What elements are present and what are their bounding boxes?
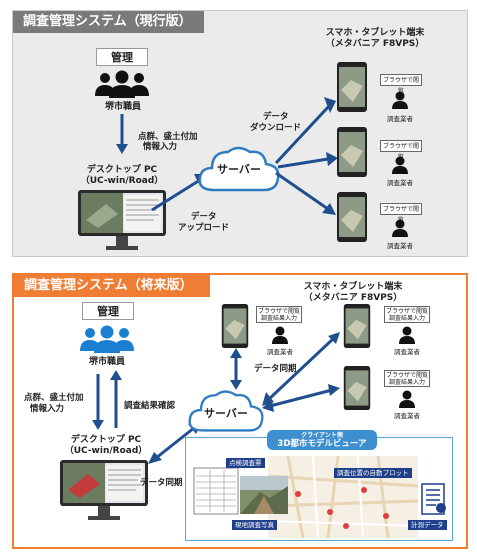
surveyor-label: 調査業者 xyxy=(267,348,293,356)
server-label: サーバー xyxy=(217,163,261,176)
desktop-monitor-icon xyxy=(60,460,148,520)
browser-input-line1: ブラウザで閲覧 xyxy=(257,308,300,315)
tablet-icon xyxy=(337,127,367,177)
client-sub-label: クライアント側 xyxy=(301,432,343,439)
input-note-2: 情報入力 xyxy=(143,142,178,152)
browser-view-label: ブラウザで閲覧 xyxy=(380,203,422,224)
surveyor-icon xyxy=(392,219,408,237)
arrow-sync-server-tablet xyxy=(230,348,242,390)
tag-inspection-form: 点検調査票 xyxy=(226,458,265,468)
client-viewer-title: クライアント側 3D都市モデルビューア xyxy=(267,430,377,450)
arrows-sync-server-right-tablets xyxy=(262,332,340,412)
surveyor-icon xyxy=(399,326,415,344)
browser-input-line2: 調査結果入力 xyxy=(388,379,425,386)
desktop-label-2: （UC-win/Road） xyxy=(64,446,148,456)
mobile-label-1: スマホ・タブレット端末 xyxy=(303,282,403,292)
browser-view-label: ブラウザで閲覧 xyxy=(380,74,422,95)
surveyor-label: 調査業者 xyxy=(394,412,420,420)
measurement-data-icon xyxy=(421,483,446,515)
mobile-label-2: （メタバニア F8VPS） xyxy=(325,39,425,49)
server-cloud-icon xyxy=(188,390,264,432)
tablet-icon xyxy=(343,366,371,410)
inspection-form-image xyxy=(193,467,239,515)
surveyor-icon xyxy=(392,156,408,174)
sync-label-left: データ同期 xyxy=(140,478,183,488)
arrow-staff-to-desktop xyxy=(116,114,128,154)
upload-label-2: アップロード xyxy=(178,223,230,233)
site-photo-image xyxy=(240,476,288,514)
sync-label-top: データ同期 xyxy=(254,364,297,374)
confirm-label: 調査結果確認 xyxy=(124,401,176,411)
staff-label: 堺市職員 xyxy=(104,102,141,112)
future-panel-title: 調査管理システム（将来版） xyxy=(14,275,210,297)
download-label-2: ダウンロード xyxy=(250,123,302,133)
surveyor-label: 調査業者 xyxy=(387,115,413,123)
desktop-label-1: デスクトップ PC xyxy=(86,165,158,175)
arrow-staff-desktop-bidirectional xyxy=(92,370,122,430)
current-panel-title: 調査管理システム（現行版） xyxy=(13,11,204,33)
staff-group-icon xyxy=(95,70,149,98)
surveyor-icon xyxy=(399,390,415,408)
client-title-label: 3D都市モデルビューア xyxy=(277,439,367,449)
browser-input-label: ブラウザで閲覧 調査結果入力 xyxy=(384,370,430,387)
input-note-2: 情報入力 xyxy=(30,404,65,414)
browser-input-line1: ブラウザで閲覧 xyxy=(385,372,428,379)
management-label: 管理 xyxy=(82,302,134,320)
tablet-icon xyxy=(337,62,367,112)
tablet-icon xyxy=(221,304,249,348)
browser-input-label: ブラウザで閲覧 調査結果入力 xyxy=(384,306,430,323)
tablet-icon xyxy=(337,192,367,242)
input-note-1: 点群、盛土付加 xyxy=(24,393,84,403)
mobile-label-2: （メタバニア F8VPS） xyxy=(303,293,403,303)
browser-input-label: ブラウザで閲覧 調査結果入力 xyxy=(256,306,302,323)
staff-label: 堺市職員 xyxy=(88,357,125,367)
browser-input-line1: ブラウザで閲覧 xyxy=(385,308,428,315)
desktop-label-1: デスクトップ PC xyxy=(70,435,142,445)
city-map-image xyxy=(267,455,419,539)
tag-site-photo: 現地調査写真 xyxy=(232,520,277,530)
desktop-monitor-icon xyxy=(78,190,166,250)
upload-label-1: データ xyxy=(191,212,217,222)
download-label-1: データ xyxy=(263,112,289,122)
server-cloud-icon xyxy=(198,146,280,192)
management-label: 管理 xyxy=(96,48,148,66)
surveyor-label: 調査業者 xyxy=(387,242,413,250)
mobile-label-1: スマホ・タブレット端末 xyxy=(325,28,425,38)
desktop-label-2: （UC-win/Road） xyxy=(80,176,164,186)
server-label: サーバー xyxy=(204,407,248,420)
surveyor-icon xyxy=(272,326,288,344)
browser-input-line2: 調査結果入力 xyxy=(260,315,297,322)
surveyor-label: 調査業者 xyxy=(387,179,413,187)
input-note-1: 点群、盛土付加 xyxy=(138,132,198,142)
tablet-icon xyxy=(343,304,371,348)
surveyor-label: 調査業者 xyxy=(394,348,420,356)
browser-view-label: ブラウザで閲覧 xyxy=(380,140,422,161)
browser-input-line2: 調査結果入力 xyxy=(388,315,425,322)
staff-group-icon-blue xyxy=(80,325,134,353)
arrows-download xyxy=(274,97,338,215)
surveyor-icon xyxy=(392,91,408,109)
tag-measurement-data: 計測データ xyxy=(408,520,447,530)
tag-auto-plot: 調査位置の自動プロット xyxy=(334,468,412,478)
